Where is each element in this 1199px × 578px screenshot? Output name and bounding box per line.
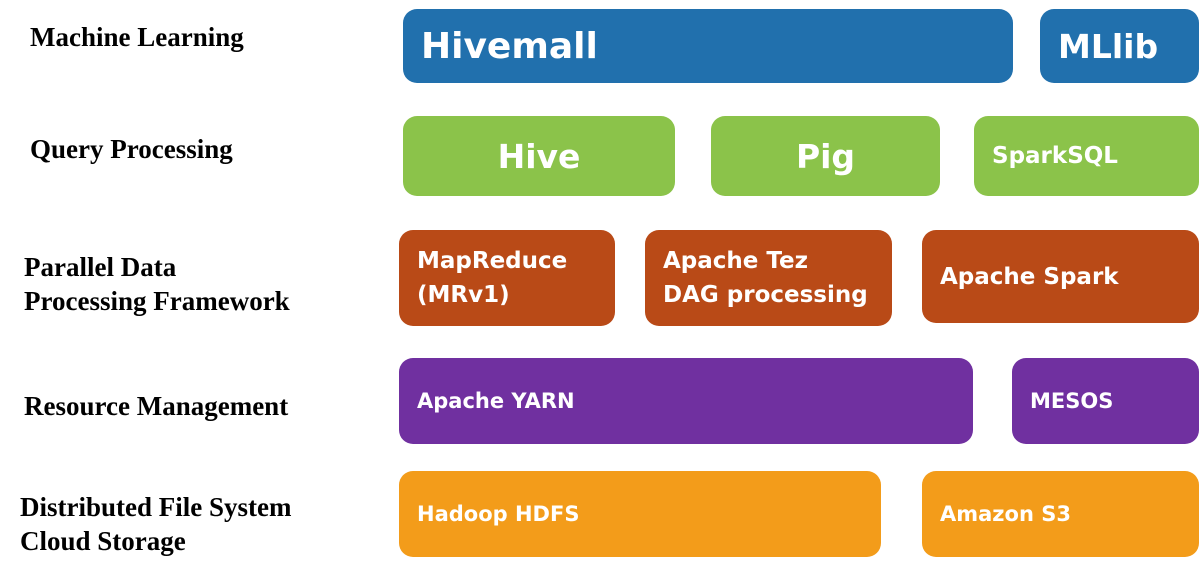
box-label: Pig <box>795 136 856 176</box>
box-mllib: MLlib <box>1040 9 1199 83</box>
box-hadoop-hdfs: Hadoop HDFS <box>399 471 881 557</box>
box-hive: Hive <box>403 116 675 196</box>
box-label-line: Apache Tez <box>663 248 809 274</box>
box-label-line: (MRv1) <box>417 282 510 308</box>
layer-label-parallel-processing: Parallel Data Processing Framework <box>24 250 290 318</box>
box-label-line: MapReduce <box>417 248 568 274</box>
box-hivemall: Hivemall <box>403 9 1013 83</box>
box-label: SparkSQL <box>992 143 1118 169</box>
box-pig: Pig <box>711 116 940 196</box>
box-apache-yarn: Apache YARN <box>399 358 973 444</box>
box-label: MESOS <box>1030 389 1114 413</box>
box-label: MapReduce (MRv1) <box>417 244 567 312</box>
box-mesos: MESOS <box>1012 358 1199 444</box>
layer-label-line: Processing Framework <box>24 286 290 316</box>
box-label: Apache Spark <box>940 263 1119 290</box>
box-label: Apache Tez DAG processing <box>663 244 868 312</box>
box-label: Hivemall <box>421 25 598 67</box>
box-label-line: DAG processing <box>663 282 868 308</box>
layer-label-line: Parallel Data <box>24 252 177 282</box>
box-label: Amazon S3 <box>940 502 1071 526</box>
layer-label-resource-management: Resource Management <box>24 391 289 421</box>
layer-label-storage: Distributed File System Cloud Storage <box>20 490 291 558</box>
box-label: Hadoop HDFS <box>417 502 580 526</box>
box-sparksql: SparkSQL <box>974 116 1199 196</box>
layer-label-line: Cloud Storage <box>20 526 186 556</box>
box-amazon-s3: Amazon S3 <box>922 471 1199 557</box>
box-label: Apache YARN <box>417 389 575 413</box>
layer-label-query-processing: Query Processing <box>30 134 233 164</box>
box-apache-tez: Apache Tez DAG processing <box>645 230 892 326</box>
layer-label-machine-learning: Machine Learning <box>30 22 244 52</box>
box-apache-spark: Apache Spark <box>922 230 1199 323</box>
box-mapreduce: MapReduce (MRv1) <box>399 230 615 326</box>
box-label: MLlib <box>1058 26 1159 66</box>
box-label: Hive <box>497 136 581 176</box>
layer-label-line: Distributed File System <box>20 492 292 522</box>
